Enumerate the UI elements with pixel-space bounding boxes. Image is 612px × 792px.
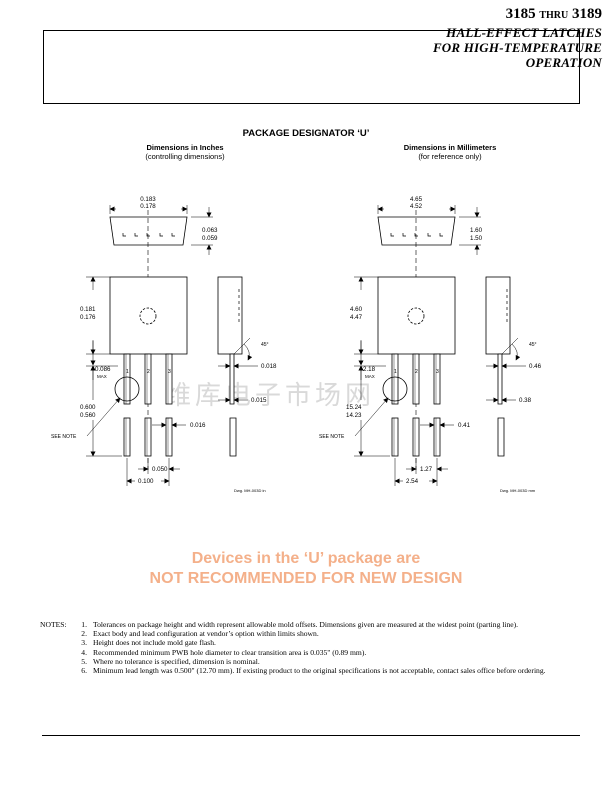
mm-heading: Dimensions in Millimeters bbox=[403, 143, 497, 152]
part-from: 3185 bbox=[505, 6, 536, 22]
in-see-note: SEE NOTE bbox=[51, 434, 77, 440]
mm-offset: 2.18 bbox=[363, 366, 376, 373]
inches-drawing bbox=[86, 205, 258, 486]
in-offset-max: MAX bbox=[97, 374, 107, 379]
warning-line-1: Devices in the ‘U’ package are bbox=[191, 550, 421, 567]
in-pin-3: 3 bbox=[168, 369, 171, 375]
title-line-2: HALL-EFFECT LATCHES bbox=[446, 25, 602, 40]
mm-pin-3: 3 bbox=[436, 369, 439, 375]
mm-see-note: SEE NOTE bbox=[319, 434, 345, 440]
mm-angle: 45° bbox=[529, 342, 537, 348]
note-item: 6. Minimum lead length was 0.500" (12.70 … bbox=[40, 666, 580, 675]
mm-thick-max: 1.60 bbox=[470, 227, 483, 234]
note-text: Where no tolerance is specified, dimensi… bbox=[93, 656, 260, 666]
in-pitch: 0.050 bbox=[152, 466, 168, 473]
title-part-range: 3185 THRU 3189 bbox=[506, 6, 602, 23]
in-lead-width: 0.016 bbox=[190, 422, 206, 429]
note-text: Minimum lead length was 0.500" (12.70 mm… bbox=[93, 666, 546, 676]
in-pin-2: 2 bbox=[147, 369, 150, 375]
mm-width-min: 4.52 bbox=[410, 203, 423, 210]
warning-line-2: NOT RECOMMENDED FOR NEW DESIGN bbox=[149, 570, 463, 587]
note-item: 4. Recommended minimum PWB hole diameter … bbox=[40, 648, 580, 657]
note-item: NOTES: 1. Tolerances on package height and… bbox=[40, 620, 580, 629]
in-offset: 0.086 bbox=[95, 366, 111, 373]
in-len-min: 0.560 bbox=[80, 412, 96, 419]
mm-width-max: 4.65 bbox=[410, 196, 423, 203]
in-body-max: 0.181 bbox=[80, 306, 96, 313]
in-thick-min: 0.059 bbox=[202, 235, 218, 242]
mm-body-max: 4.60 bbox=[350, 306, 363, 313]
inches-header: Dimensions in Inches (controlling dimens… bbox=[95, 143, 275, 161]
note-text: Tolerances on package height and width r… bbox=[93, 620, 519, 629]
mm-pin-1: 1 bbox=[394, 369, 397, 375]
in-angle: 45° bbox=[261, 342, 269, 348]
mm-header: Dimensions in Millimeters (for reference… bbox=[360, 143, 540, 161]
watermark: 维库电子市场网 bbox=[165, 381, 375, 411]
mm-lead-thick: 0.46 bbox=[529, 363, 542, 370]
note-text: Height does not include mold gate flash. bbox=[93, 638, 216, 648]
inches-heading: Dimensions in Inches bbox=[146, 143, 224, 152]
note-item: 2. Exact body and lead configuration at v… bbox=[40, 629, 580, 638]
mm-span: 2.54 bbox=[406, 478, 419, 485]
mm-dwg-no: Dwg. MH-003D mm bbox=[500, 488, 536, 493]
notes-section: NOTES: 1. Tolerances on package height and… bbox=[40, 620, 580, 675]
in-thick-max: 0.063 bbox=[202, 227, 218, 234]
mm-body-min: 4.47 bbox=[350, 314, 363, 321]
in-lead-thick: 0.018 bbox=[261, 363, 277, 370]
mm-lead-width-side: 0.38 bbox=[519, 397, 532, 404]
in-body-min: 0.176 bbox=[80, 314, 96, 321]
note-item: 5. Where no tolerance is specified, dimen… bbox=[40, 657, 580, 666]
note-number: 4. bbox=[81, 647, 87, 657]
note-number: 3. bbox=[81, 638, 87, 648]
mm-len-max: 15.24 bbox=[346, 404, 362, 411]
notes-label bbox=[40, 629, 75, 638]
note-text: Exact body and lead configuration at ven… bbox=[93, 629, 319, 639]
mm-subheading: (for reference only) bbox=[418, 152, 482, 161]
notes-label bbox=[40, 666, 75, 675]
in-width-max: 0.183 bbox=[140, 196, 156, 203]
mm-thick-min: 1.50 bbox=[470, 235, 483, 242]
in-lead-width-side: 0.015 bbox=[251, 397, 267, 404]
in-span: 0.100 bbox=[138, 478, 154, 485]
mm-pin-2: 2 bbox=[415, 369, 418, 375]
mm-lead-width: 0.41 bbox=[458, 422, 471, 429]
note-number: 6. bbox=[81, 666, 87, 676]
part-to: 3189 bbox=[572, 6, 602, 22]
not-recommended-warning: Devices in the ‘U’ package are NOT RECOM… bbox=[0, 549, 612, 589]
mm-drawing bbox=[354, 205, 526, 486]
notes-label bbox=[40, 657, 75, 666]
package-title: PACKAGE DESIGNATOR ‘U’ bbox=[242, 128, 370, 139]
in-pin-1: 1 bbox=[126, 369, 129, 375]
note-number: 5. bbox=[81, 656, 87, 666]
mm-pitch: 1.27 bbox=[420, 466, 433, 473]
note-text: Recommended minimum PWB hole diameter to… bbox=[93, 647, 367, 657]
thru-label: THRU bbox=[539, 10, 569, 21]
title-line-3: FOR HIGH-TEMPERATURE bbox=[432, 40, 602, 55]
mm-len-min: 14.23 bbox=[346, 412, 362, 419]
in-len-max: 0.600 bbox=[80, 404, 96, 411]
notes-label: NOTES: bbox=[40, 620, 67, 629]
note-number: 2. bbox=[81, 629, 87, 639]
inches-subheading: (controlling dimensions) bbox=[145, 152, 225, 161]
mm-offset-max: MAX bbox=[365, 374, 375, 379]
note-item: 3. Height does not include mold gate flas… bbox=[40, 638, 580, 647]
notes-label bbox=[40, 638, 75, 647]
in-dwg-no: Dwg. MH-003D in bbox=[234, 488, 266, 493]
bottom-rule bbox=[42, 735, 580, 736]
title-line-4: OPERATION bbox=[525, 55, 602, 70]
title-box bbox=[43, 30, 580, 104]
in-width-min: 0.178 bbox=[140, 203, 156, 210]
notes-label bbox=[40, 648, 75, 657]
note-number: 1. bbox=[81, 620, 87, 629]
